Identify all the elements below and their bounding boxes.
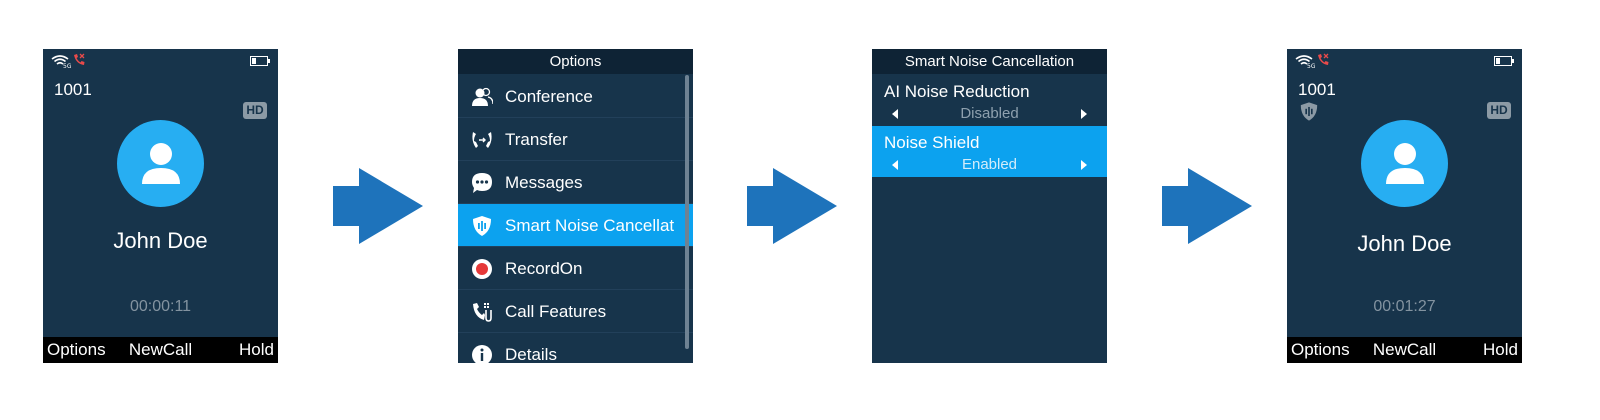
menu-item-conference[interactable]: Conference [458,75,693,118]
options-softkey[interactable]: Options [1291,340,1350,359]
scrollbar[interactable] [685,75,689,349]
line-number: 1001 [1298,80,1336,99]
options-list: Conference Transfer Messages [458,75,693,363]
setting-value: Disabled [960,105,1019,122]
person-icon [1386,143,1424,184]
setting-label: Noise Shield [884,133,980,152]
noise-shield-icon [1300,102,1318,121]
call-timer: 00:01:27 [1373,298,1436,315]
hd-audio-badge: HD [1487,102,1511,119]
ai-noise-reduction-setting[interactable]: AI Noise Reduction Disabled [872,75,1107,126]
menu-item-label: RecordOn [505,259,583,278]
caller-name: John Doe [113,228,208,253]
menu-item-label: Details [505,345,557,363]
status-bar: 5G [1287,49,1522,73]
info-icon [472,345,492,363]
menu-item-record[interactable]: RecordOn [458,247,693,290]
battery-icon [1494,56,1514,66]
next-step-arrow [747,168,837,244]
wifi-5g-icon: 5G [51,55,71,68]
noise-shield-icon [473,216,491,236]
call-features-icon [473,303,492,322]
contact-avatar [1361,120,1448,207]
caller-name: John Doe [1357,231,1452,256]
conference-icon [472,87,493,106]
menu-item-label: Transfer [505,130,568,149]
arrow-right-icon[interactable] [1081,160,1087,170]
options-softkey[interactable]: Options [47,340,106,359]
call-screen-after: 5G 1001 HD John Doe 00:01:27 Options New… [1287,49,1522,363]
menu-item-label: Smart Noise Cancellat [505,216,675,235]
wifi-5g-icon: 5G [1295,55,1315,68]
menu-item-label: Conference [505,87,593,106]
options-menu-screen: Options Conference Transfer [458,49,693,363]
arrow-left-icon[interactable] [892,160,898,170]
new-call-softkey[interactable]: NewCall [1372,340,1437,359]
arrow-right-icon[interactable] [1081,109,1087,119]
menu-item-label: Call Features [505,302,607,321]
softkey-bar: Options NewCall Hold [1287,337,1522,363]
call-timer: 00:00:11 [129,298,192,315]
messages-icon [472,173,492,193]
svg-text:5G: 5G [63,63,71,68]
status-bar: 5G [43,49,278,73]
next-step-arrow [333,168,423,244]
smart-noise-cancellation-screen: Smart Noise Cancellation AI Noise Reduct… [872,49,1107,363]
line-number: 1001 [54,80,92,99]
contact-avatar [117,120,204,207]
menu-item-details[interactable]: Details [458,333,693,363]
call-screen-before: 5G 1001 HD John Doe 00:00:11 Options New… [43,49,278,363]
menu-title: Options [458,49,693,74]
setting-label: AI Noise Reduction [884,82,1030,101]
hold-softkey[interactable]: Hold [1483,340,1518,359]
person-icon [142,143,180,184]
setting-value: Enabled [961,156,1018,173]
hd-audio-badge: HD [243,102,267,119]
menu-item-transfer[interactable]: Transfer [458,118,693,161]
new-call-softkey[interactable]: NewCall [128,340,193,359]
menu-item-smart-noise-cancellation[interactable]: Smart Noise Cancellat [458,204,693,247]
record-icon [472,259,492,279]
battery-icon [250,56,270,66]
call-active-icon [1318,53,1329,65]
svg-text:5G: 5G [1307,63,1315,68]
menu-item-label: Messages [505,173,583,192]
transfer-icon [472,132,492,148]
next-step-arrow [1162,168,1252,244]
call-active-icon [74,53,85,65]
hold-softkey[interactable]: Hold [239,340,274,359]
menu-item-call-features[interactable]: Call Features [458,290,693,333]
softkey-bar: Options NewCall Hold [43,337,278,363]
settings-title: Smart Noise Cancellation [872,49,1107,74]
arrow-left-icon[interactable] [892,109,898,119]
menu-item-messages[interactable]: Messages [458,161,693,204]
noise-shield-setting[interactable]: Noise Shield Enabled [872,126,1107,177]
